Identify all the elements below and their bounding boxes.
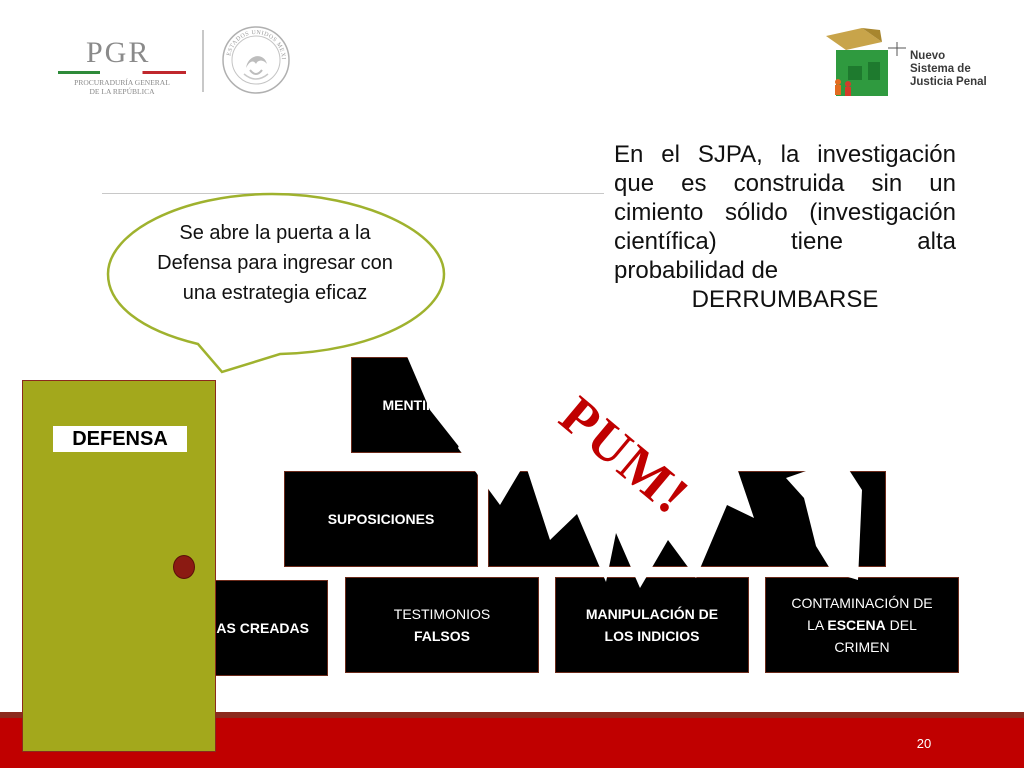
speech-bubble-text: Se abre la puerta a la Defensa para ingr… [157, 222, 393, 304]
door: DEFENSA [22, 380, 216, 752]
main-statement: En el SJPA, la investigación que es cons… [614, 140, 956, 314]
contaminacion-line-2-bold: ESCENA [827, 617, 886, 633]
page-number: 20 [916, 736, 932, 751]
footer-band-accent [0, 712, 1024, 720]
speech-bubble [106, 192, 446, 374]
block-contaminacion-line-2: LA ESCENA DEL [791, 614, 932, 636]
door-label: DEFENSA [53, 426, 187, 452]
svg-text:ESTADOS UNIDOS MEXICANOS: ESTADOS UNIDOS MEXICANOS [220, 24, 286, 60]
block-suposiciones-label: SUPOSICIONES [327, 511, 435, 527]
door-knob-icon [173, 555, 195, 579]
nuevo-sistema-justicia-penal-logo: Nuevo Sistema de Justicia Penal [822, 26, 1002, 100]
pgr-subtitle-line-2: DE LA REPÚBLICA [89, 87, 155, 96]
block-contaminacion-line-3: CRIMEN [834, 639, 890, 655]
sjp-line-3: Justicia Penal [910, 76, 987, 88]
block-testimonios-line-2: FALSOS [413, 628, 470, 644]
pgr-logo: PGR PROCURADURÍA GENERAL DE LA REPÚBLICA [52, 36, 192, 98]
house-with-justice-scale-icon [826, 28, 906, 96]
block-suposiciones: SUPOSICIONES [284, 471, 478, 567]
statement-emphasis: DERRUMBARSE [691, 286, 879, 313]
block-creadas: AS CREADAS [196, 580, 328, 676]
sjp-line-1: Nuevo [910, 50, 946, 62]
block-testimonios-line-1: TESTIMONIOS [393, 606, 491, 622]
flag-stripe [58, 71, 186, 74]
explosion-burst-icon [400, 340, 862, 588]
logo-divider [202, 30, 204, 92]
contaminacion-line-2-post: DEL [885, 617, 917, 633]
sjp-logo-text: Nuevo Sistema de Justicia Penal [910, 50, 987, 89]
block-creadas-label: AS CREADAS [216, 620, 309, 636]
block-manipulacion-line-1: MANIPULACIÓN DE [585, 606, 719, 622]
sjp-line-2: Sistema de [910, 63, 971, 75]
contaminacion-line-2-pre: LA [807, 617, 828, 633]
pgr-subtitle-line-1: PROCURADURÍA GENERAL [74, 78, 170, 87]
pgr-logo-title: PGR [86, 36, 151, 69]
seal-text: ESTADOS UNIDOS MEXICANOS [220, 24, 286, 60]
block-contaminacion-line-1: CONTAMINACIÓN DE [791, 595, 933, 611]
header-divider [102, 193, 604, 194]
statement-text: En el SJPA, la investigación que es cons… [614, 141, 956, 284]
mexican-coat-of-arms-seal-icon: ESTADOS UNIDOS MEXICANOS [220, 24, 290, 94]
pgr-logo-subtitle: PROCURADURÍA GENERAL DE LA REPÚBLICA [52, 78, 192, 96]
block-manipulacion-indicios: MANIPULACIÓN DE LOS INDICIOS [555, 577, 749, 673]
block-contaminacion-escena: CONTAMINACIÓN DE LA ESCENA DEL CRIMEN [765, 577, 959, 673]
block-testimonios-falsos: TESTIMONIOS FALSOS [345, 577, 539, 673]
block-manipulacion-line-2: LOS INDICIOS [604, 628, 700, 644]
